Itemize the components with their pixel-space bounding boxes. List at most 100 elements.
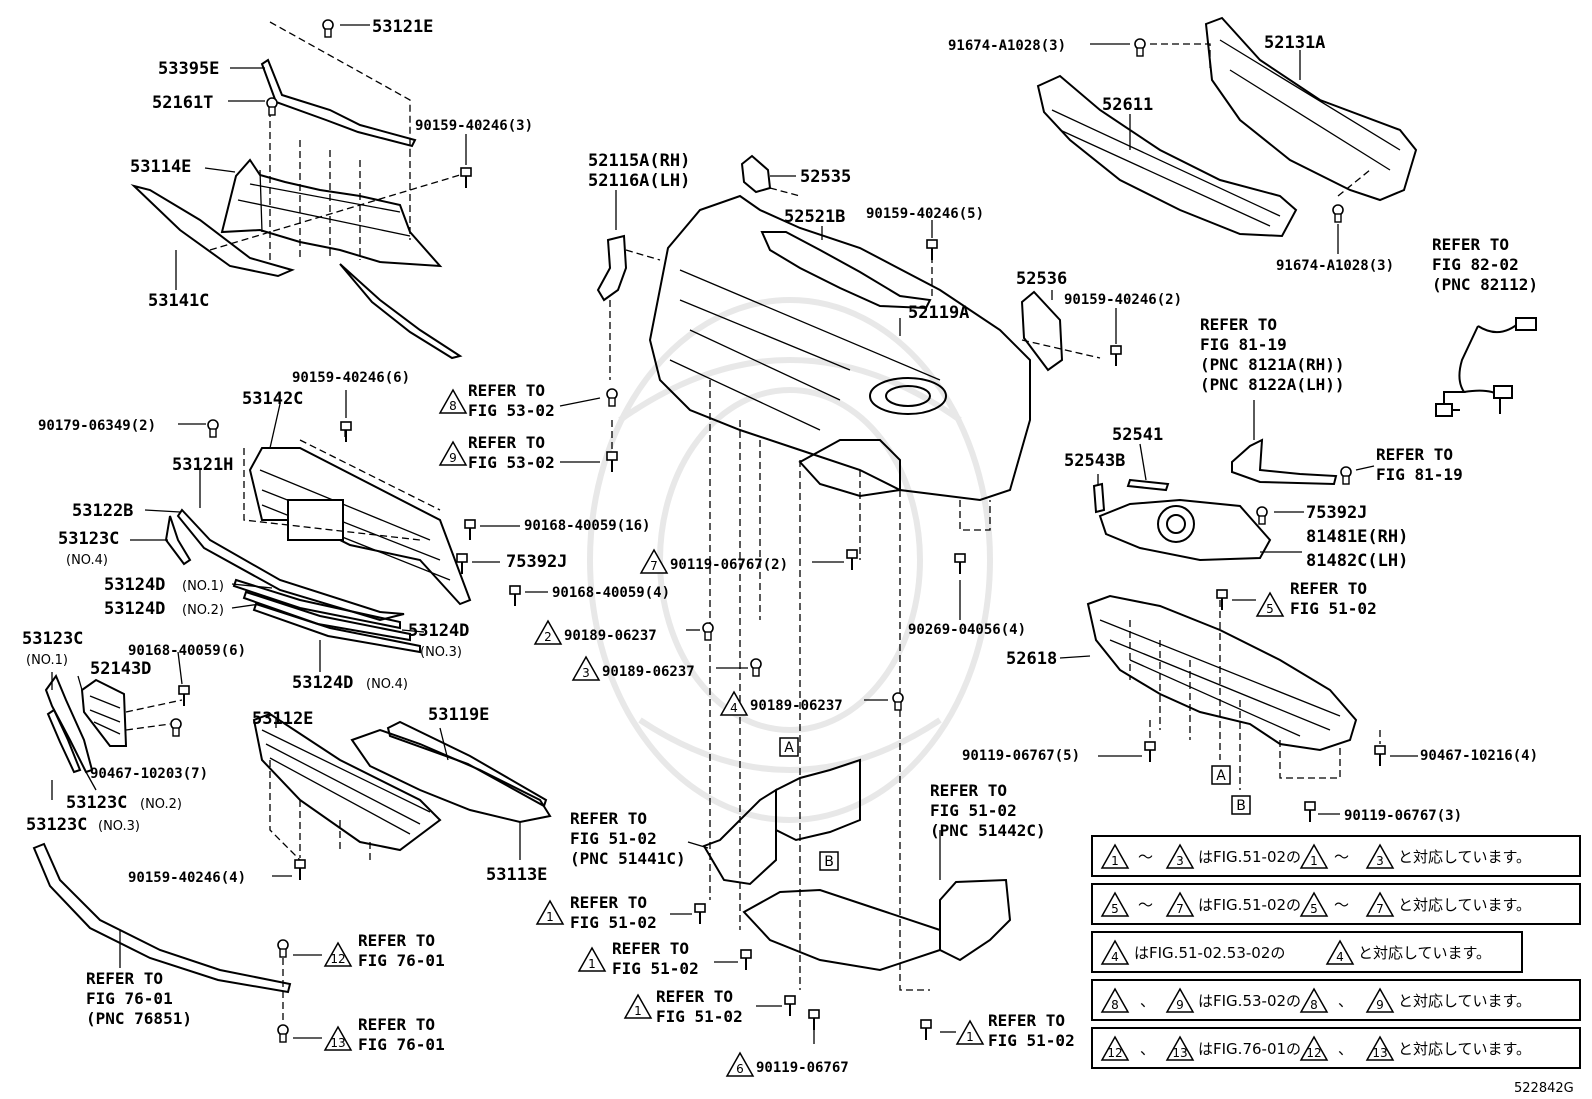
label-no1b: (NO.1) [26, 653, 68, 668]
label-53121H: 53121H [172, 455, 233, 475]
label-53142C: 53142C [242, 389, 303, 409]
box-A-right: A [1216, 768, 1226, 784]
note5-end: と対応しています。 [1398, 1040, 1531, 1058]
note2-tri-b: 7 [1176, 902, 1184, 916]
part-53114E-grille [220, 158, 443, 268]
label-53114E: 53114E [130, 157, 191, 177]
label-53122B: 53122B [72, 501, 133, 521]
label-90168-6: 90168-40059(6) [128, 643, 246, 659]
label-53121E: 53121E [372, 17, 433, 37]
label-53141C: 53141C [148, 291, 209, 311]
label-90467-4: 90467-10216(4) [1420, 748, 1538, 764]
label-52611: 52611 [1102, 95, 1153, 115]
label-53124D-4: 53124D [292, 673, 353, 693]
label-90119-2: 90119-06767(2) [670, 557, 788, 573]
label-52541: 52541 [1112, 425, 1163, 445]
label-53124D-2: 53124D [104, 599, 165, 619]
note4-tri-b: 9 [1176, 998, 1184, 1012]
label-no3b: (NO.3) [98, 819, 140, 834]
ref-51441c-line3: (PNC 51441C) [570, 849, 686, 868]
label-90159-4: 90159-40246(4) [128, 870, 246, 886]
ref-8121a-line3: (PNC 8121A(RH)) [1200, 355, 1345, 374]
ref-81-19-line2: FIG 81-19 [1376, 465, 1463, 484]
ref-51441c-line1: REFER TO [570, 809, 647, 828]
reinforcement-group [1036, 16, 1418, 254]
note2-tri-c: 5 [1310, 902, 1318, 916]
label-53123C-no3: 53123C [26, 815, 87, 835]
label-81482C: 81482C(LH) [1306, 551, 1408, 571]
spoiler-group [32, 842, 292, 1043]
ref-51442c-line1: REFER TO [930, 781, 1007, 800]
label-no4b: (NO.4) [366, 677, 408, 692]
note4-tri-d: 9 [1376, 998, 1384, 1012]
label-90159-3: 90159-40246(3) [415, 118, 533, 134]
box-B-center: B [824, 854, 834, 870]
ref-51442c-line2: FIG 51-02 [930, 801, 1017, 820]
note1-end: と対応しています。 [1398, 848, 1531, 866]
note3-tri-b: 4 [1336, 950, 1344, 964]
tri-4: 4 [730, 701, 738, 715]
note2-mid: ～ [1138, 896, 1153, 914]
ref-5-line2: FIG 51-02 [1290, 599, 1377, 618]
tri-1-b: 1 [588, 957, 596, 971]
label-53119E: 53119E [428, 705, 489, 725]
ref-51442c-line3: (PNC 51442C) [930, 821, 1046, 840]
label-90189-a: 90189-06237 [564, 628, 657, 644]
label-no1: (NO.1) [182, 579, 224, 594]
label-75392J-a: 75392J [506, 552, 567, 572]
ref-82112-line1: REFER TO [1432, 235, 1509, 254]
label-75392J-b: 75392J [1306, 503, 1367, 523]
label-52521B: 52521B [784, 207, 845, 227]
label-52115A: 52115A(RH) [588, 151, 690, 171]
label-53123C-no4: 53123C [58, 529, 119, 549]
label-52618: 52618 [1006, 649, 1057, 669]
note1-tri-a: 1 [1111, 854, 1119, 868]
engine-under-cover-group [1059, 589, 1418, 823]
ref-76851-line1: REFER TO [86, 969, 163, 988]
fog-cover-left-group [44, 651, 190, 800]
ref-8-line1: REFER TO [468, 381, 545, 400]
moldings-group [130, 470, 425, 672]
ref-13-group [293, 1026, 352, 1051]
label-53113E: 53113E [486, 865, 547, 885]
note2-tri-d: 7 [1376, 902, 1384, 916]
label-90119-5: 90119-06767(5) [962, 748, 1080, 764]
note2-mid2: ～ [1334, 896, 1349, 914]
fog-lamp-group [1092, 400, 1375, 562]
label-53123C-no1: 53123C [22, 629, 83, 649]
label-52119A: 52119A [908, 303, 969, 323]
ref-9-line2: FIG 53-02 [468, 453, 555, 472]
ref-82112-line3: (PNC 82112) [1432, 275, 1538, 294]
ref-1c-line2: FIG 51-02 [656, 1007, 743, 1026]
ref-1d-line1: REFER TO [988, 1011, 1065, 1030]
under-covers-group [670, 737, 1012, 1044]
part-53141C-molding [130, 184, 295, 278]
ref-82112-line2: FIG 82-02 [1432, 255, 1519, 274]
label-90189-c: 90189-06237 [750, 698, 843, 714]
watermark [587, 297, 993, 823]
note1-text: はFIG.51-02の [1198, 848, 1301, 866]
note5-tri-a: 12 [1107, 1046, 1122, 1060]
ref-51441c-line2: FIG 51-02 [570, 829, 657, 848]
note4-mid: 、 [1140, 992, 1155, 1010]
note1-tri-b: 3 [1176, 854, 1184, 868]
label-53124D-1: 53124D [104, 575, 165, 595]
note4-tri-c: 8 [1310, 998, 1318, 1012]
label-53124D-3: 53124D [408, 621, 469, 641]
note1-mid: ～ [1138, 848, 1153, 866]
tri-8: 8 [449, 399, 457, 413]
ref-1b-line1: REFER TO [612, 939, 689, 958]
tri-2: 2 [544, 630, 552, 644]
label-90159-6: 90159-40246(6) [292, 370, 410, 386]
note3-text: はFIG.51-02.53-02の [1134, 944, 1285, 962]
note3-end: と対応しています。 [1358, 944, 1491, 962]
label-90119-3: 90119-06767(3) [1344, 808, 1462, 824]
tri-1-d: 1 [966, 1030, 974, 1044]
box-B-right: B [1236, 798, 1246, 814]
note5-mid: 、 [1140, 1040, 1155, 1058]
lower-grille-group [252, 712, 552, 881]
ref-1d-line2: FIG 51-02 [988, 1031, 1075, 1050]
tri-3: 3 [582, 666, 590, 680]
label-no2b: (NO.2) [140, 797, 182, 812]
